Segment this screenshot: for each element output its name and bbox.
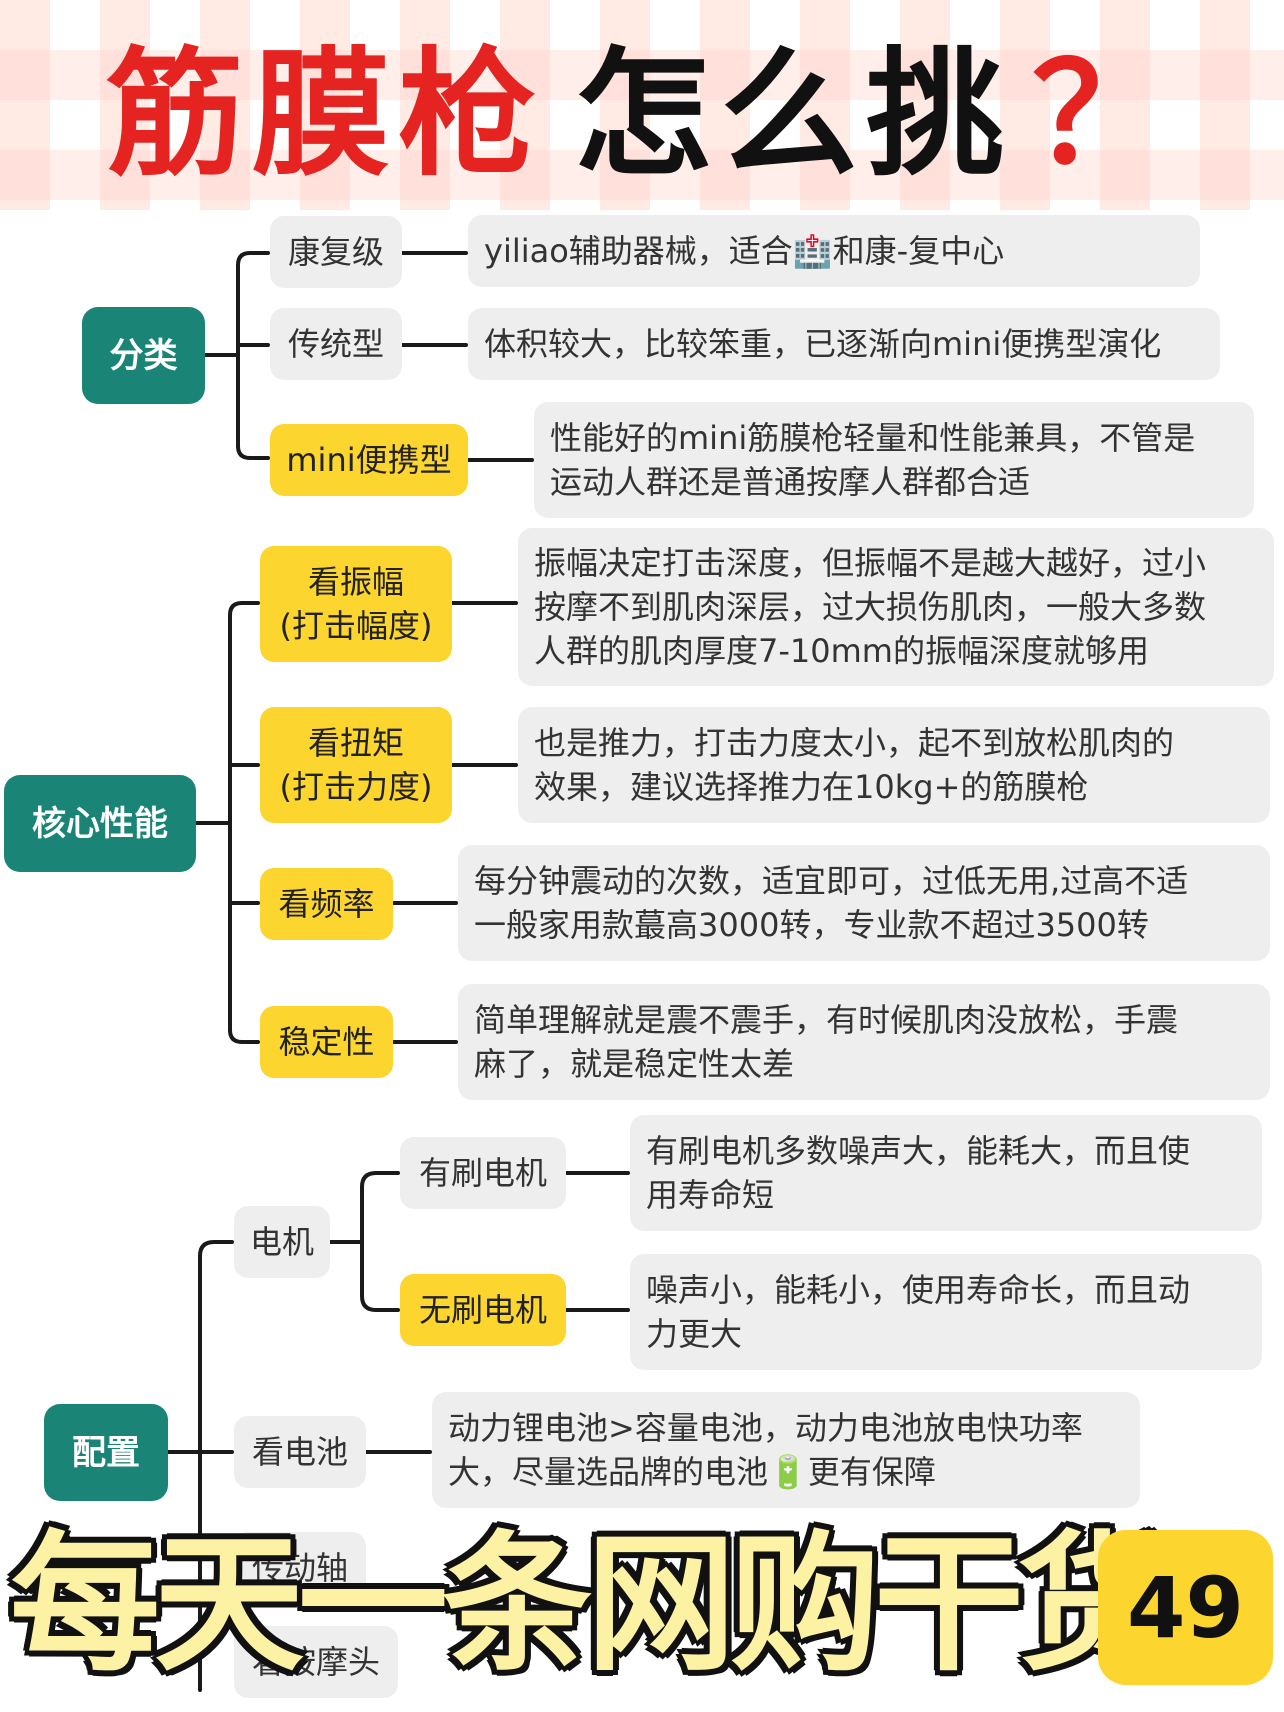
desc-rehab-grade: yiliao辅助器械，适合🏥和康-复中心 <box>468 215 1200 287</box>
node-traditional: 传统型 <box>270 308 402 380</box>
node-brushless-motor: 无刷电机 <box>400 1274 566 1346</box>
title-part2: 怎么挑 <box>573 34 1012 195</box>
node-rehab-grade: 康复级 <box>270 216 402 288</box>
root-configuration: 配置 <box>44 1404 168 1501</box>
root-classification: 分类 <box>82 307 205 404</box>
desc-torque: 也是推力，打击力度太小，起不到放松肌肉的 效果，建议选择推力在10kg+的筋膜枪 <box>518 707 1270 823</box>
node-mini-portable: mini便携型 <box>270 424 468 496</box>
root-core-performance: 核心性能 <box>4 775 196 872</box>
desc-amplitude: 振幅决定打击深度，但振幅不是越大越好，过小 按摩不到肌肉深层，过大损伤肌肉，一般… <box>518 528 1274 686</box>
desc-battery: 动力锂电池>容量电池，动力电池放电快功率 大，尽量选品牌的电池🔋更有保障 <box>432 1392 1140 1508</box>
node-drive-shaft: 传动轴 <box>234 1532 366 1604</box>
desc-brushed-motor: 有刷电机多数噪声大，能耗大，而且使 用寿命短 <box>630 1115 1262 1231</box>
node-amplitude: 看振幅 (打击幅度) <box>260 546 452 662</box>
banner-daily-tips: 每天一条网购干货 <box>10 1518 1168 1692</box>
node-stability: 稳定性 <box>260 1006 393 1078</box>
node-frequency: 看频率 <box>260 868 393 940</box>
desc-traditional: 体积较大，比较笨重，已逐渐向mini便携型演化 <box>468 308 1220 380</box>
node-massage-heads: 看按摩头 <box>234 1626 398 1698</box>
title-question-mark: ？ <box>1032 34 1179 195</box>
desc-brushless-motor: 噪声小，能耗小，使用寿命长，而且动 力更大 <box>630 1254 1262 1370</box>
checker-background <box>0 0 1284 210</box>
node-battery: 看电池 <box>234 1416 366 1488</box>
node-torque: 看扭矩 (打击力度) <box>260 707 452 823</box>
desc-mini-portable: 性能好的mini筋膜枪轻量和性能兼具，不管是 运动人群还是普通按摩人群都合适 <box>534 402 1254 518</box>
issue-number-badge: 49 <box>1098 1530 1273 1685</box>
desc-frequency: 每分钟震动的次数，适宜即可，过低无用,过高不适 一般家用款蕞高3000转，专业款… <box>458 845 1270 961</box>
node-motor: 电机 <box>234 1206 330 1278</box>
page-title: 筋膜枪怎么挑？ <box>0 30 1284 200</box>
node-brushed-motor: 有刷电机 <box>400 1137 566 1209</box>
title-part1: 筋膜枪 <box>105 34 544 195</box>
desc-stability: 简单理解就是震不震手，有时候肌肉没放松，手震 麻了，就是稳定性太差 <box>458 984 1270 1100</box>
